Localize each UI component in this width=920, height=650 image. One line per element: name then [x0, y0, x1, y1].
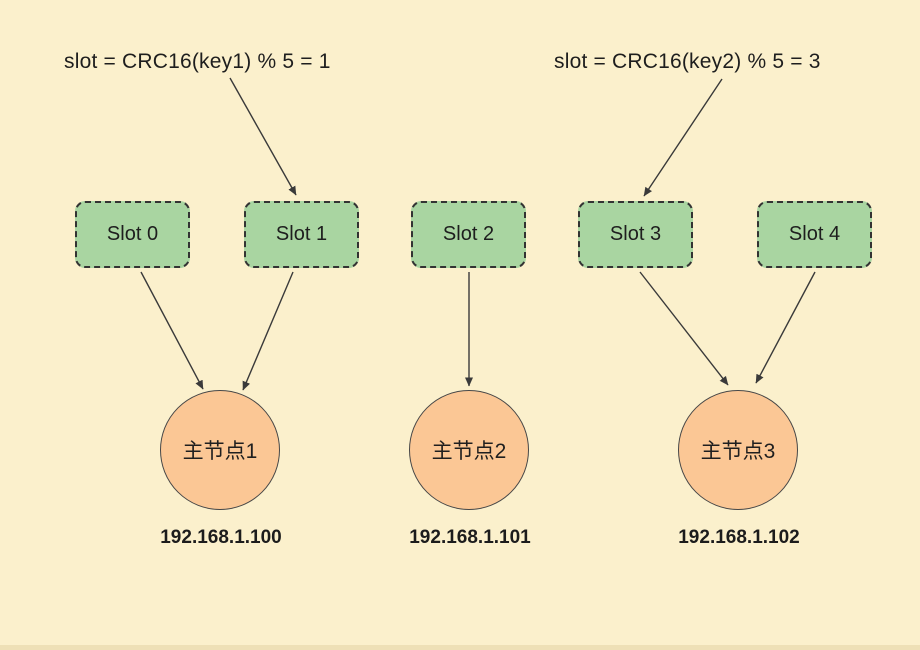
master-node-1-ip: 192.168.1.100	[160, 527, 282, 548]
edge-slot0-to-node1	[140, 271, 204, 390]
master-node-3-ip: 192.168.1.102	[678, 527, 800, 548]
master-node-2-circle: 主节点2	[409, 390, 529, 510]
slot-0-label: Slot 0	[106, 223, 159, 245]
edge-key2-to-slot3	[643, 78, 723, 197]
edge-slot1-to-node1	[242, 271, 294, 391]
master-node-1-circle: 主节点1	[160, 390, 280, 510]
bottom-edge-shadow	[0, 645, 920, 650]
slot-4-label: Slot 4	[788, 223, 841, 245]
edge-key1-to-slot1	[229, 77, 297, 196]
slot-1-label: Slot 1	[275, 223, 328, 245]
edge-slot4-to-node3	[755, 271, 816, 384]
slot-2-box: Slot 2	[411, 201, 526, 268]
master-node-2-ip: 192.168.1.101	[409, 527, 531, 548]
master-node-3-circle: 主节点3	[678, 390, 798, 510]
slot-4-box: Slot 4	[757, 201, 872, 268]
edge-slot3-to-node3	[639, 271, 729, 386]
slot-3-box: Slot 3	[578, 201, 693, 268]
slot-0-box: Slot 0	[75, 201, 190, 268]
master-node-2-label: 主节点2	[431, 440, 507, 463]
crc16-key1-annotation: slot = CRC16(key1) % 5 = 1	[64, 50, 331, 73]
crc16-key2-annotation: slot = CRC16(key2) % 5 = 3	[554, 50, 821, 73]
master-node-3-label: 主节点3	[700, 440, 776, 463]
slot-2-label: Slot 2	[442, 223, 495, 245]
slot-1-box: Slot 1	[244, 201, 359, 268]
slot-3-label: Slot 3	[609, 223, 662, 245]
master-node-1-label: 主节点1	[182, 440, 258, 463]
